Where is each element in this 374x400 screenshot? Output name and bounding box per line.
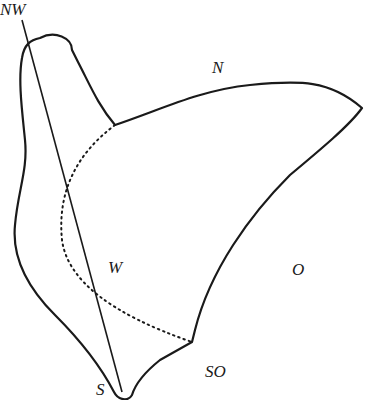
direction-label: O (292, 260, 304, 279)
direction-label: N (212, 58, 223, 77)
direction-label: W (108, 258, 122, 277)
direction-label: NW (0, 0, 26, 19)
axis-line (22, 20, 122, 392)
outline (15, 35, 362, 399)
direction-label: SO (205, 362, 226, 381)
dotted-boundary (61, 125, 192, 342)
direction-label: S (96, 380, 105, 399)
